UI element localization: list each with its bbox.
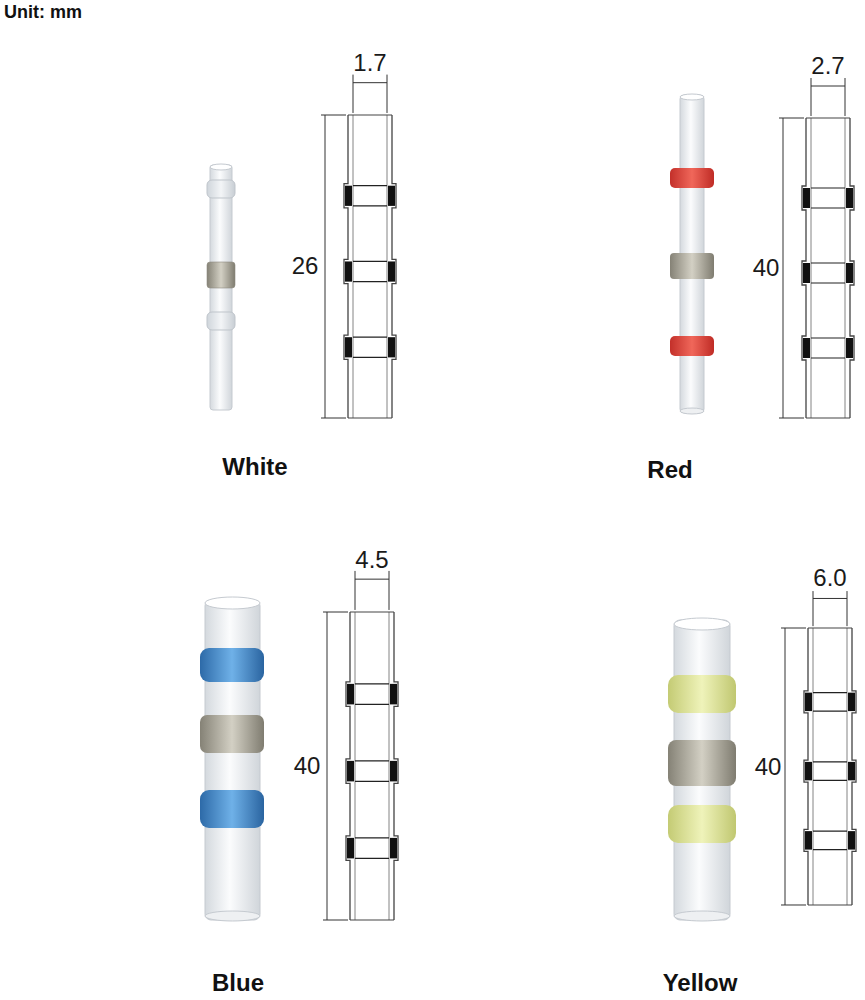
dimension-value: 1.7 bbox=[353, 51, 386, 75]
dimension-value: 26 bbox=[292, 254, 319, 278]
dimension-value: 40 bbox=[294, 754, 321, 778]
dimension-value-slot: 1.7 bbox=[353, 51, 386, 75]
connector-photo bbox=[200, 597, 264, 921]
dimension-value-slot: 26 bbox=[292, 254, 319, 278]
color-name: Yellow bbox=[663, 971, 738, 995]
dimension-value-slot: 40 bbox=[753, 256, 780, 280]
tube-drawing bbox=[323, 571, 398, 920]
tube-drawing bbox=[781, 591, 856, 905]
dimension-value: 40 bbox=[755, 755, 782, 779]
tube-drawing bbox=[779, 78, 854, 418]
unit-note-slot: Unit: mm bbox=[4, 3, 82, 22]
dimension-value: 40 bbox=[753, 256, 780, 280]
connector-photo bbox=[668, 618, 736, 921]
dimension-value: 6.0 bbox=[813, 566, 846, 590]
color-name-slot: Blue bbox=[212, 971, 264, 995]
dimension-value-slot: 6.0 bbox=[813, 566, 846, 590]
color-name-slot: Red bbox=[647, 458, 692, 482]
color-name: White bbox=[222, 455, 287, 479]
color-name-slot: Yellow bbox=[663, 971, 738, 995]
color-name: Blue bbox=[212, 971, 264, 995]
connector-photo bbox=[670, 94, 714, 414]
dimension-value-slot: 4.5 bbox=[355, 548, 388, 572]
dimension-value: 2.7 bbox=[811, 54, 844, 78]
dimension-value: 4.5 bbox=[355, 548, 388, 572]
connector-photo bbox=[207, 164, 235, 410]
color-name: Red bbox=[647, 458, 692, 482]
unit-note: Unit: mm bbox=[4, 3, 82, 21]
tube-drawing bbox=[321, 75, 396, 418]
dimension-value-slot: 40 bbox=[755, 755, 782, 779]
color-name-slot: White bbox=[222, 455, 287, 479]
dimension-value-slot: 40 bbox=[294, 754, 321, 778]
dimension-value-slot: 2.7 bbox=[811, 54, 844, 78]
